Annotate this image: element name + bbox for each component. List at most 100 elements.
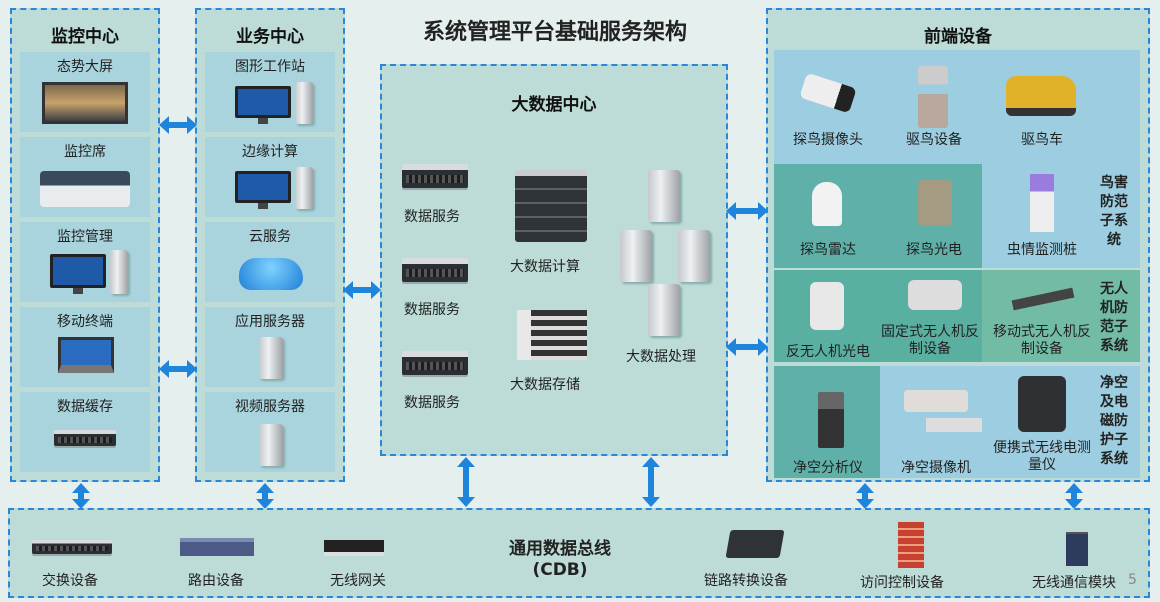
bird-repeller-truck-icon [1006, 76, 1076, 116]
firewall-icon [898, 522, 924, 568]
compute-label: 大数据计算 [510, 259, 580, 275]
desktop-computer-icon [50, 254, 106, 294]
storage-array-icon [517, 310, 587, 360]
pc-tower-icon [295, 82, 313, 124]
data-server-icon [402, 258, 468, 282]
arrow-business-bigdata [343, 281, 381, 299]
processing-server-icon [648, 284, 680, 336]
frontend-title: 前端设备 [924, 27, 992, 47]
workstation-icon [235, 171, 291, 209]
item-application-server: 应用服务器 [205, 307, 335, 387]
switch-icon [32, 540, 112, 554]
arrow-bigdata-bus-right [642, 457, 660, 507]
page-number: 5 [1128, 572, 1137, 588]
fixed-anti-drone-icon [908, 280, 962, 310]
arrow-business-bus [256, 483, 274, 509]
data-server-icon [402, 351, 468, 375]
label: 监控管理 [57, 229, 113, 245]
label: 云服务 [249, 229, 291, 245]
server-tower-icon [259, 424, 283, 466]
label: 反无人机光电 [786, 344, 870, 360]
router-icon [180, 538, 254, 556]
label: 驱鸟车 [1021, 132, 1063, 148]
workstation-icon [235, 86, 291, 124]
arrow-monitor-bus [72, 483, 90, 509]
data-server-icon [402, 164, 468, 188]
frontend-panel: 前端设备 探鸟摄像头 驱鸟设备 驱鸟车 探鸟雷达 探鸟光电 虫情监测桩 鸟害防范… [766, 8, 1150, 482]
arrow-bigdata-frontend-top [726, 202, 768, 220]
label: 探鸟摄像头 [793, 132, 863, 148]
wireless-gateway-icon [324, 540, 384, 556]
clearance-subsystem-label: 净空及电磁防护子系统 [1100, 375, 1128, 467]
clearance-camera-icon [904, 390, 968, 412]
storage-label: 大数据存储 [510, 377, 580, 393]
bird-radar-icon [812, 182, 842, 226]
label: 探鸟光电 [906, 242, 962, 258]
label: 虫情监测桩 [1007, 242, 1077, 258]
page-title: 系统管理平台基础服务架构 [422, 20, 687, 45]
insect-monitor-icon [1030, 174, 1054, 232]
bus-item-label: 无线通信模块 [1032, 575, 1116, 591]
business-center-panel: 业务中心 图形工作站 边缘计算 云服务 应用服务器 视频服务器 [195, 8, 345, 482]
item-graphics-workstation: 图形工作站 [205, 52, 335, 132]
item-monitor-management: 监控管理 [20, 222, 150, 302]
big-screen-icon [42, 82, 128, 124]
bus-item-label: 无线网关 [330, 573, 386, 589]
pc-tower-icon [110, 250, 128, 294]
label: 数据缓存 [57, 399, 113, 415]
server-tower-icon [259, 337, 283, 379]
monitor-center-title: 监控中心 [51, 27, 119, 47]
bus-item-label: 路由设备 [188, 573, 244, 589]
cloud-icon [239, 258, 303, 290]
bus-item-label: 链路转换设备 [704, 573, 788, 589]
bigdata-center-panel: 大数据中心 数据服务 数据服务 数据服务 大数据计算 大数据存储 大数据处理 [380, 64, 728, 456]
item-data-cache: 数据缓存 [20, 392, 150, 472]
console-desk-icon [40, 171, 130, 207]
bird-repeller-icon [918, 66, 948, 128]
data-service-label: 数据服务 [404, 209, 460, 225]
compute-server-icon [515, 170, 587, 242]
bird-eo-icon [918, 180, 952, 226]
arrow-frontend-bus-right [1065, 483, 1083, 509]
label: 净空摄像机 [901, 460, 971, 476]
pc-tower-icon [295, 167, 313, 209]
processing-label: 大数据处理 [626, 349, 696, 365]
item-cloud-service: 云服务 [205, 222, 335, 302]
portable-radio-meter-icon [1018, 376, 1066, 432]
wireless-module-icon [1066, 532, 1088, 566]
business-center-title: 业务中心 [236, 27, 304, 47]
arrow-monitor-business-top [159, 116, 197, 134]
clearance-analyzer-icon [818, 392, 844, 448]
label: 态势大屏 [57, 59, 113, 75]
arrow-frontend-bus-left [856, 483, 874, 509]
bus-subtitle: (CDB) [532, 560, 588, 580]
data-service-label: 数据服务 [404, 302, 460, 318]
item-situation-screen: 态势大屏 [20, 52, 150, 132]
monitor-center-panel: 监控中心 态势大屏 监控席 监控管理 移动终端 数据缓存 [10, 8, 160, 482]
label: 移动式无人机反制设备 [993, 324, 1091, 357]
item-monitor-seat: 监控席 [20, 137, 150, 217]
label: 固定式无人机反制设备 [881, 324, 979, 357]
bird-subsystem-label: 鸟害防范子系统 [1100, 175, 1128, 248]
processing-server-icon [648, 170, 680, 222]
data-bus-panel: 交换设备 路由设备 无线网关 通用数据总线 (CDB) 链路转换设备 访问控制设… [8, 508, 1150, 598]
item-video-server: 视频服务器 [205, 392, 335, 472]
label: 探鸟雷达 [800, 242, 856, 258]
label: 驱鸟设备 [906, 132, 962, 148]
anti-drone-eo-icon [810, 282, 844, 330]
label: 边缘计算 [242, 144, 298, 160]
drone-subsystem-label: 无人机防范子系统 [1100, 281, 1128, 354]
arrow-monitor-business-bottom [159, 360, 197, 378]
label: 净空分析仪 [793, 460, 863, 476]
label: 应用服务器 [235, 314, 305, 330]
arrow-bigdata-frontend-bottom [726, 338, 768, 356]
label: 视频服务器 [235, 399, 305, 415]
label: 便携式无线电测量仪 [993, 440, 1091, 473]
data-service-label: 数据服务 [404, 395, 460, 411]
label: 图形工作站 [235, 59, 305, 75]
bus-title: 通用数据总线 [509, 539, 611, 559]
item-edge-computing: 边缘计算 [205, 137, 335, 217]
arrow-bigdata-bus-left [457, 457, 475, 507]
server-rack-icon [54, 430, 116, 446]
laptop-icon [58, 337, 114, 373]
